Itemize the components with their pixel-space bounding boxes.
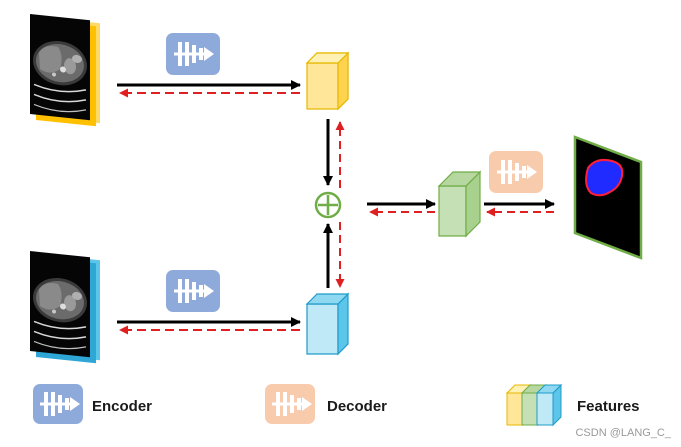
legend-encoder-icon — [33, 384, 83, 424]
feature-cube-green — [437, 170, 482, 238]
encoder-icon-bottom — [166, 270, 220, 312]
encoder-icon-top — [166, 33, 220, 75]
decoder-icon — [489, 151, 543, 193]
ct-image-stack-bottom — [29, 250, 100, 364]
liver-mask — [585, 158, 624, 197]
watermark: CSDN @LANG_C_ — [575, 427, 671, 439]
legend-features-label: Features — [577, 398, 640, 415]
legend-encoder-label: Encoder — [92, 398, 153, 415]
feature-cube-yellow — [305, 51, 350, 111]
legend-decoder-icon — [265, 384, 315, 424]
segmentation-output — [573, 135, 643, 260]
feature-cube-blue — [305, 292, 350, 356]
ct-image-stack-top — [29, 13, 100, 127]
legend-features-icon — [505, 383, 563, 427]
legend-decoder-label: Decoder — [327, 398, 388, 415]
circle-plus-icon — [314, 191, 342, 219]
